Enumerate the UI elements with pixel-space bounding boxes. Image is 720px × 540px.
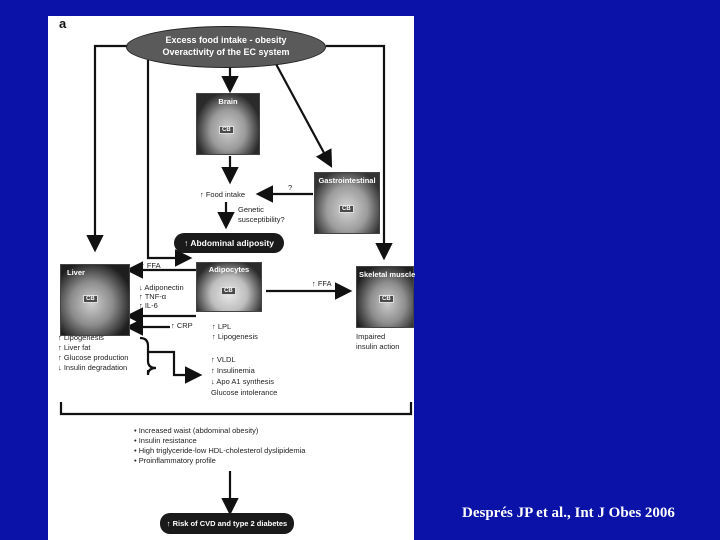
adipo-factor-2: ↑ TNF-α <box>139 292 167 301</box>
liver-effect-3: ↑ Glucose production <box>58 353 129 362</box>
outcome-1: • Increased waist (abdominal obesity) <box>134 426 259 435</box>
skeletal-muscle-image: Skeletal muscle CB <box>356 266 416 328</box>
adipocytes-cb-label: CB <box>221 287 236 295</box>
genetic-line2: susceptibility? <box>238 215 285 224</box>
liver-effect-2: ↑ Liver fat <box>58 343 91 352</box>
gastrointestinal-image: Gastrointestinal CB <box>314 172 380 234</box>
abdominal-adiposity-box: ↑ Abdominal adiposity <box>174 233 284 253</box>
ffa-right-label: ↑ FFA <box>312 279 332 288</box>
liver-cb-label: CB <box>83 295 98 303</box>
lpl-label: ↑ LPL <box>212 322 232 331</box>
genetic-line1: Genetic <box>238 205 264 214</box>
impaired-line2: insulin action <box>356 342 400 351</box>
outcome-3: • High triglyceride-low HDL-cholesterol … <box>134 446 306 455</box>
liver-effect-1: ↑ Lipogenesis <box>58 333 104 342</box>
crp-label: ↑ CRP <box>171 321 193 330</box>
brain-title: Brain <box>218 97 238 106</box>
food-intake-label: ↑ Food intake <box>200 190 246 199</box>
panel-letter: a <box>59 16 67 31</box>
top-oval-line1: Excess food intake - obesity <box>165 35 287 45</box>
liver-image: Liver CB <box>60 264 130 336</box>
question-mark: ? <box>288 183 293 192</box>
citation-text: Després JP et al., Int J Obes 2006 <box>462 505 675 521</box>
lipogenesis-label: ↑ Lipogenesis <box>212 332 258 341</box>
brain-image: Brain CB <box>196 93 260 155</box>
adipo-factor-3: ↑ IL-6 <box>139 301 158 310</box>
top-oval-line2: Overactivity of the EC system <box>162 47 290 57</box>
skeletal-cb-label: CB <box>379 295 394 303</box>
figure-panel: a Excess food intake - obesity Overactiv… <box>48 16 416 540</box>
ffa-left-label: ↑ FFA <box>141 261 161 270</box>
metabolic-4: Glucose intolerance <box>211 388 278 397</box>
impaired-line1: Impaired <box>356 332 386 341</box>
connector-arrows <box>59 44 413 516</box>
liver-title: Liver <box>67 268 85 277</box>
adipocytes-image: Adipocytes CB <box>196 262 262 312</box>
brain-cb-label: CB <box>219 126 234 134</box>
liver-effect-4: ↓ Insulin degradation <box>58 363 128 372</box>
risk-box: ↑ Risk of CVD and type 2 diabetes <box>160 513 294 534</box>
adipo-factor-1: ↓ Adiponectin <box>139 283 184 292</box>
adipocytes-title: Adipocytes <box>208 265 250 274</box>
metabolic-2: ↑ Insulinemia <box>211 366 255 375</box>
gastro-title: Gastrointestinal <box>318 176 376 185</box>
outcome-4: • Proinflammatory profile <box>134 456 216 465</box>
metabolic-3: ↓ Apo A1 synthesis <box>211 377 274 386</box>
gastro-cb-label: CB <box>339 205 354 213</box>
skeletal-title: Skeletal muscle <box>359 270 416 279</box>
top-oval: Excess food intake - obesity Overactivit… <box>126 26 326 68</box>
outcome-2: • Insulin resistance <box>134 436 197 445</box>
metabolic-1: ↑ VLDL <box>211 355 236 364</box>
